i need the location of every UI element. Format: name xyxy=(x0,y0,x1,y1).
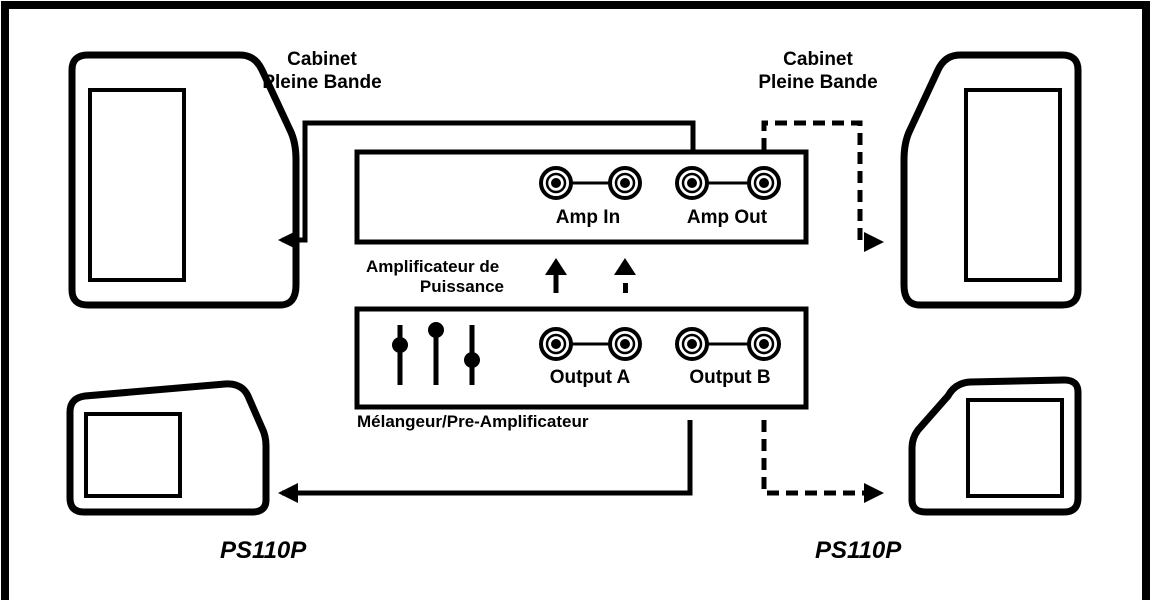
cable-amp-to-right-cabinet xyxy=(761,120,884,252)
amp-in-jacks xyxy=(539,166,642,200)
mixer-label: Mélangeur/Pre-Amplificateur xyxy=(357,412,589,431)
cabinet-top-left-icon xyxy=(68,51,300,309)
cable-mixer-to-right-ps110p xyxy=(761,420,884,503)
signal-arrow-b xyxy=(614,258,636,293)
output-a-jacks xyxy=(539,327,642,361)
amp-out-jacks xyxy=(675,166,781,200)
amp-out-label: Amp Out xyxy=(687,207,768,228)
cabinet-left-label-line1: Cabinet xyxy=(287,49,357,70)
amplifier-label-line2: Puissance xyxy=(420,277,504,296)
ps110p-left-icon xyxy=(66,380,270,516)
amplifier-label-line1: Amplificateur de xyxy=(366,257,499,276)
ps110p-right-icon xyxy=(908,376,1082,516)
output-b-label: Output B xyxy=(689,367,770,388)
cabinet-top-right-icon xyxy=(900,51,1082,309)
cabinet-right-label-line1: Cabinet xyxy=(783,49,853,70)
amp-in-label: Amp In xyxy=(556,207,620,228)
cabinet-left-label-line2: Pleine Bande xyxy=(262,72,381,93)
mixer-box xyxy=(354,306,809,410)
signal-arrow-a xyxy=(545,258,567,293)
output-b-jacks xyxy=(675,327,781,361)
model-label-right: PS110P xyxy=(815,537,902,564)
mixer-faders-icon xyxy=(392,322,480,385)
cable-amp-to-left-cabinet xyxy=(278,120,696,250)
cabinet-right-label-line2: Pleine Bande xyxy=(758,72,877,93)
output-a-label: Output A xyxy=(550,367,631,388)
model-label-left: PS110P xyxy=(220,537,307,564)
power-amplifier-box xyxy=(354,149,809,245)
cable-mixer-to-left-ps110p xyxy=(278,420,693,503)
